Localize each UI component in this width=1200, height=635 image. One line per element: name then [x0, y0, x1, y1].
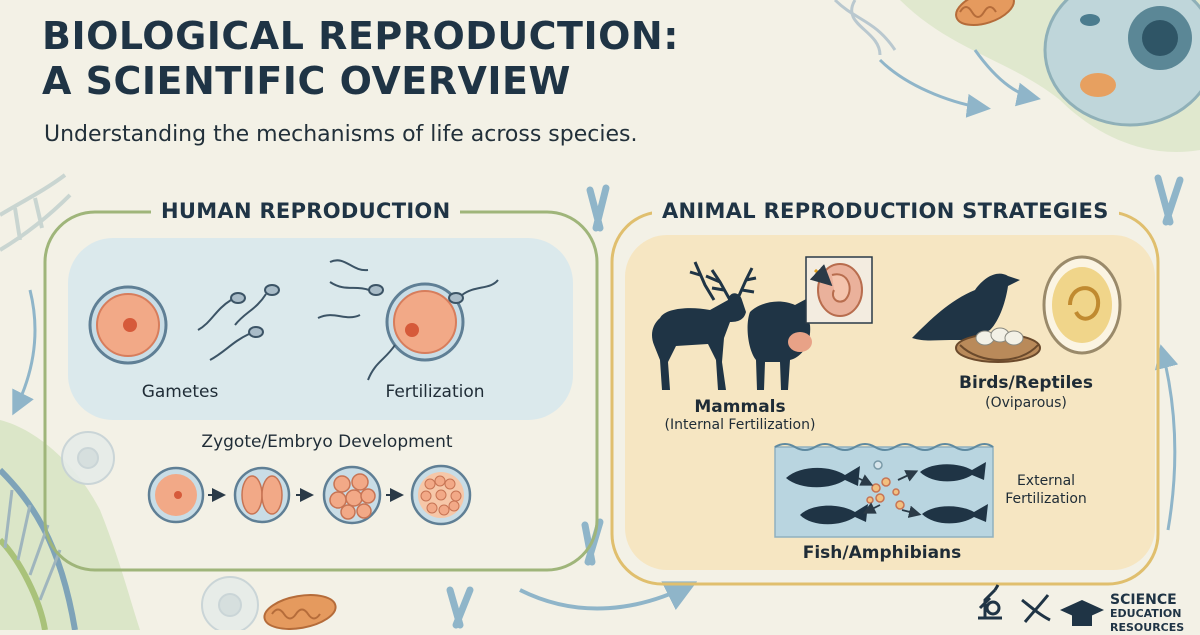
birds-sublabel: (Oviparous): [985, 395, 1067, 411]
external-fertilization-line1: External: [1016, 473, 1076, 489]
gametes-label: Gametes: [141, 382, 219, 402]
page-title: BIOLOGICAL REPRODUCTION: A SCIENTIFIC OV…: [42, 14, 679, 104]
fish-silhouette-icon: [786, 462, 988, 525]
egg-embryo-icon: [1042, 255, 1122, 355]
human-panel-title: HUMAN REPRODUCTION: [151, 199, 461, 223]
two-cell-stage-icon: [233, 466, 291, 524]
sperm-cells-icon: [197, 284, 280, 361]
external-fertilization-line2: Fertilization: [1005, 491, 1087, 507]
birds-label: Birds/Reptiles: [959, 373, 1093, 393]
water-scene: [774, 443, 994, 538]
embryo-inset-icon: [805, 256, 873, 324]
zygote-stage-icon: [147, 466, 205, 524]
mitochondria-icon: [955, 0, 1015, 27]
graduation-cap-icon: [1060, 600, 1104, 626]
morula-stage-icon: [322, 465, 382, 525]
fertilization-icon: [317, 259, 499, 381]
title-line-2: A SCIENTIFIC OVERVIEW: [42, 59, 571, 103]
dna-helix-bottom-left: [0, 420, 140, 630]
animal-panel-title: ANIMAL REPRODUCTION STRATEGIES: [652, 199, 1119, 223]
fish-label: Fish/Amphibians: [802, 543, 962, 563]
chromosome-icons: [446, 174, 1184, 629]
brand-line-3: RESOURCES: [1110, 621, 1185, 634]
fish-eggs-icon: [866, 460, 905, 510]
dna-helix-left: [0, 173, 72, 252]
title-line-1: BIOLOGICAL REPRODUCTION:: [42, 14, 679, 58]
egg-cell-icon: [88, 285, 168, 365]
brand-line-1: SCIENCE: [1110, 592, 1177, 608]
dna-icon: [1021, 594, 1051, 623]
bird-silhouette-icon: [912, 273, 1020, 348]
mitochondria-bottom-icon: [263, 594, 337, 630]
brand-line-2: EDUCATION: [1110, 607, 1182, 620]
mammals-label: Mammals: [694, 397, 786, 417]
page-subtitle: Understanding the mechanisms of life acr…: [44, 122, 638, 147]
cell-decoration-top-right: [900, 0, 1200, 152]
fertilization-label: Fertilization: [385, 382, 485, 402]
brand-logo: SCIENCE EDUCATION RESOURCES: [1110, 593, 1184, 635]
gametes-box: [68, 238, 573, 420]
microscope-icon: [978, 584, 1002, 620]
nest-icon: [955, 327, 1041, 363]
mammals-sublabel: (Internal Fertilization): [664, 417, 816, 433]
development-label: Zygote/Embryo Development: [201, 432, 453, 452]
dna-helix-icon: [833, 0, 897, 56]
deer-silhouette-icon: [652, 261, 815, 390]
blastocyst-stage-icon: [410, 464, 472, 526]
